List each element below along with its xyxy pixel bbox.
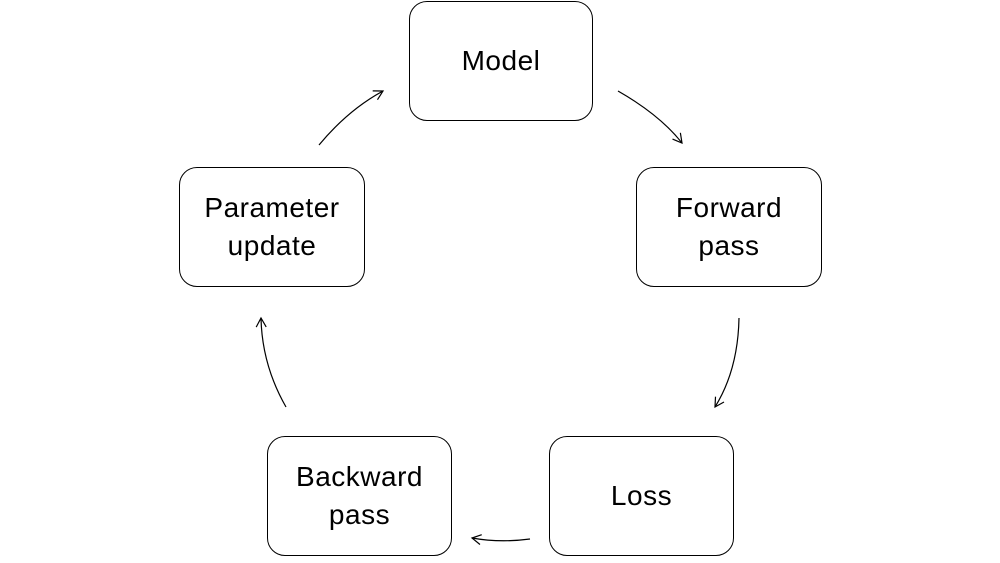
node-loss: Loss	[549, 436, 734, 556]
node-backward-pass: Backward pass	[267, 436, 452, 556]
edge-update-to-model	[318, 90, 385, 146]
edge-forward-to-loss	[714, 317, 740, 409]
node-forward-pass: Forward pass	[636, 167, 822, 287]
node-forward-pass-label: Forward pass	[675, 192, 783, 261]
node-parameter-update-label: Parameter update	[204, 192, 340, 261]
edge-loss-to-backward	[470, 534, 531, 545]
node-model: Model	[409, 1, 593, 121]
node-loss-label: Loss	[610, 480, 673, 511]
edge-model-to-forward	[617, 90, 683, 144]
node-parameter-update: Parameter update	[179, 167, 365, 287]
node-backward-pass-label: Backward pass	[296, 461, 423, 530]
edge-backward-to-update	[255, 316, 287, 408]
node-model-label: Model	[461, 45, 541, 76]
